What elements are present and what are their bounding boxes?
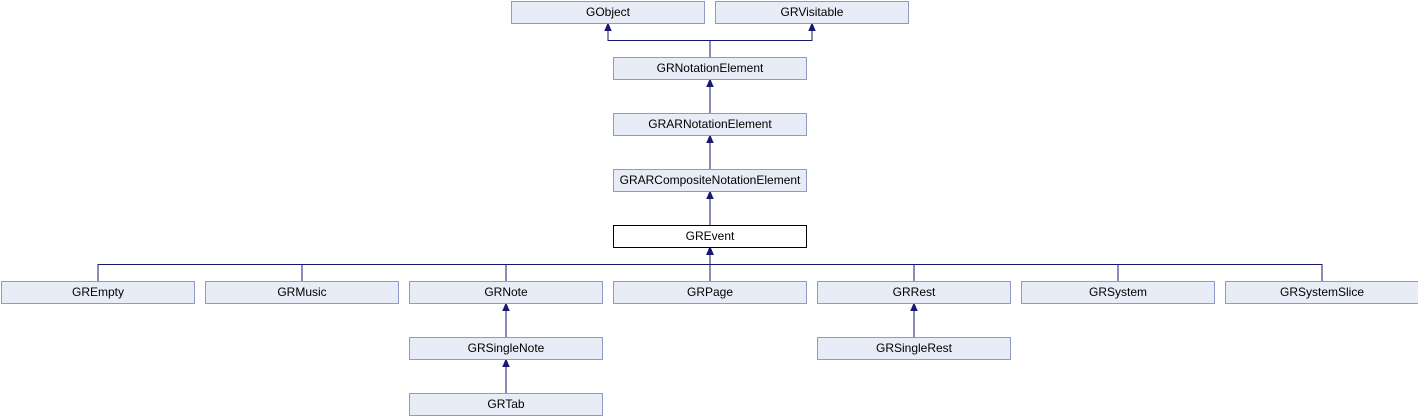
class-box <box>205 281 399 304</box>
class-box <box>817 281 1011 304</box>
class-box <box>715 1 909 24</box>
class-label: GRMusic <box>277 285 326 299</box>
class-node-grvisitable[interactable]: GRVisitable <box>715 1 909 24</box>
arrowhead-grevent <box>706 246 714 255</box>
class-node-grarnotationelement[interactable]: GRARNotationElement <box>613 113 807 136</box>
class-node-grempty[interactable]: GREmpty <box>1 281 195 304</box>
class-node-grnotationelement[interactable]: GRNotationElement <box>613 57 807 80</box>
class-box <box>613 57 807 80</box>
class-node-grsinglerest[interactable]: GRSingleRest <box>817 337 1011 360</box>
edge-grnotationelement-to-grvisitable <box>709 29 813 57</box>
edge-grempty-to-grevent <box>97 253 711 281</box>
class-label: GRRest <box>893 285 936 299</box>
class-box <box>511 1 705 24</box>
class-node-grsystem[interactable]: GRSystem <box>1021 281 1215 304</box>
edge-grnotationelement-to-gobject <box>607 29 711 57</box>
class-label: GRSystem <box>1089 285 1147 299</box>
class-label: GRNote <box>484 285 528 299</box>
edge-grsystemslice-to-grevent <box>709 253 1323 281</box>
class-box <box>817 337 1011 360</box>
class-label: GRPage <box>687 285 733 299</box>
class-label: GRNotationElement <box>657 61 764 75</box>
arrowhead-grarnotationelement <box>706 134 714 143</box>
class-label: GRVisitable <box>781 5 844 19</box>
class-box <box>409 281 603 304</box>
class-node-grrest[interactable]: GRRest <box>817 281 1011 304</box>
class-label: GRSystemSlice <box>1280 285 1364 299</box>
arrowhead-grvisitable <box>808 22 816 31</box>
arrowhead-gobject <box>604 22 612 31</box>
class-node-grmusic[interactable]: GRMusic <box>205 281 399 304</box>
class-box <box>613 281 807 304</box>
class-node-grsinglenote[interactable]: GRSingleNote <box>409 337 603 360</box>
edge-grnote-to-grevent <box>505 253 711 281</box>
class-label: GRSingleRest <box>876 341 953 355</box>
class-label: GRSingleNote <box>468 341 545 355</box>
class-node-grnote[interactable]: GRNote <box>409 281 603 304</box>
class-label: GRTab <box>487 397 524 411</box>
edge-grrest-to-grevent <box>709 253 915 281</box>
class-box <box>1 281 195 304</box>
class-node-grarcompositenotationelement[interactable]: GRARCompositeNotationElement <box>613 169 807 192</box>
arrowhead-grarcompositenotationelement <box>706 190 714 199</box>
class-node-grpage[interactable]: GRPage <box>613 281 807 304</box>
class-label: GREmpty <box>72 285 124 299</box>
class-label: GRARNotationElement <box>648 117 772 131</box>
class-node-gobject[interactable]: GObject <box>511 1 705 24</box>
arrowhead-grnotationelement <box>706 78 714 87</box>
edges-layer <box>97 22 1323 393</box>
class-label: GObject <box>586 5 631 19</box>
class-label: GRARCompositeNotationElement <box>620 173 801 187</box>
class-node-grsystemslice[interactable]: GRSystemSlice <box>1225 281 1418 304</box>
arrowhead-grsinglenote <box>502 358 510 367</box>
class-label: GREvent <box>686 229 735 243</box>
arrowhead-grnote <box>502 302 510 311</box>
class-box <box>1225 281 1418 304</box>
class-box <box>1021 281 1215 304</box>
class-box <box>409 337 603 360</box>
class-node-grevent: GREvent <box>613 225 807 248</box>
arrowhead-grrest <box>910 302 918 311</box>
class-box <box>613 225 807 248</box>
class-box <box>613 113 807 136</box>
class-box <box>613 169 807 192</box>
class-node-grtab[interactable]: GRTab <box>409 393 603 416</box>
